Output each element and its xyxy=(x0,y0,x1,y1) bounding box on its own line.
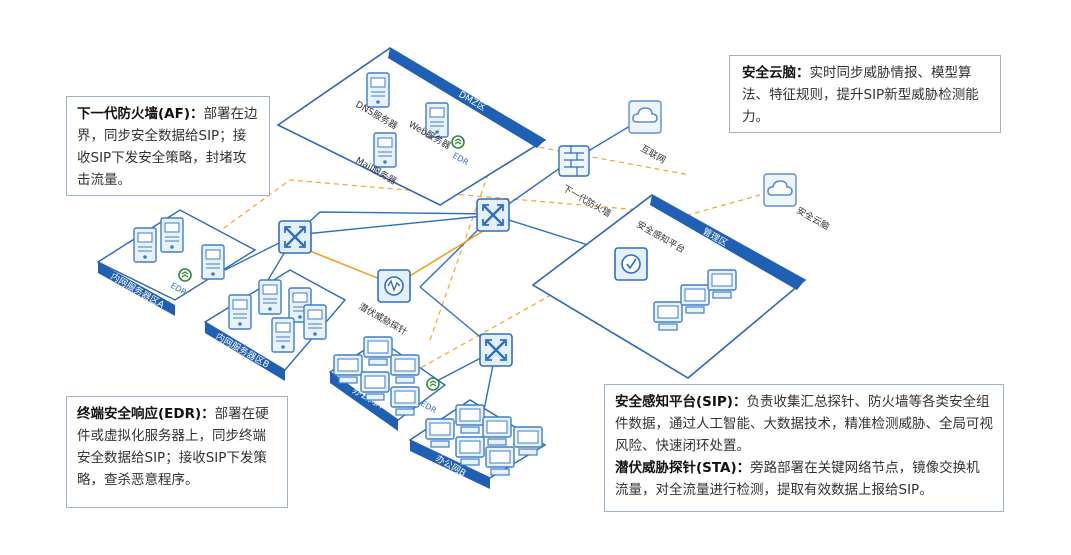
edr-badge-icon xyxy=(426,377,440,391)
edr-callout-title: 终端安全响应(EDR)： xyxy=(77,406,215,422)
dmz-zone: DMZ区 xyxy=(276,47,547,206)
server-b-icon xyxy=(258,279,282,315)
sip-sta-callout: 安全感知平台(SIP)：负责收集汇总探针、防火墙等各类安全组件数据，通过人工智能… xyxy=(604,384,1004,512)
internet-cloud-icon xyxy=(628,100,662,134)
cloud-brain-callout: 安全云脑：实时同步威胁情报、模型算法、特征规则，提升SIP新型威胁检测能力。 xyxy=(729,55,1001,133)
firewall-label: 下一代防火墙 xyxy=(561,182,614,219)
firewall-icon xyxy=(558,145,590,177)
office-switch-icon xyxy=(478,332,514,368)
mail-server-icon xyxy=(373,132,397,168)
af-callout: 下一代防火墙(AF)：部署在边界，同步安全数据给SIP；接收SIP下发安全策略，… xyxy=(66,96,270,196)
server-switch-icon xyxy=(277,219,313,255)
edr-badge-icon xyxy=(178,268,192,282)
dns-server-icon xyxy=(366,72,390,108)
sta-callout-title: 潜伏威胁探针(STA)： xyxy=(615,460,751,476)
edr-badge-icon xyxy=(451,135,465,149)
sta-probe-label: 潜伏威胁探针 xyxy=(357,300,410,337)
core-switch-icon xyxy=(475,197,511,233)
cloud-brain-callout-text: 实时同步威胁情报、模型算法、特征规则，提升SIP新型威胁检测能力。 xyxy=(742,65,979,125)
cloud-brain-callout-title: 安全云脑： xyxy=(742,65,810,81)
internet-label: 互联网 xyxy=(639,143,668,166)
edr-label-office-a: EDR xyxy=(419,399,438,415)
server-b-icon xyxy=(228,294,252,330)
server-a-icon xyxy=(160,217,184,253)
af-callout-text: 部署在边界，同步安全数据给SIP；接收SIP下发安全策略，封堵攻击流量。 xyxy=(77,106,258,188)
sip-callout-text: 负责收集汇总探针、防火墙等各类安全组件数据，通过人工智能、大数据技术，精准检测威… xyxy=(615,394,993,454)
server-b-icon xyxy=(303,304,327,340)
sip-callout-title: 安全感知平台(SIP)： xyxy=(615,394,747,410)
edr-callout: 终端安全响应(EDR)：部署在硬件或虚拟化服务器上，同步终端安全数据给SIP；接… xyxy=(66,396,288,508)
security-cloud-brain-label: 安全云脑 xyxy=(795,204,832,232)
sta-callout-text: 旁路部署在关键网络节点，镜像交换机流量，对全流量进行检测，提取有效数据上报给SI… xyxy=(615,460,980,498)
mgmt-zone: 管理区 xyxy=(531,194,807,379)
sta-probe-icon xyxy=(377,269,411,303)
sip-platform-icon xyxy=(614,247,648,281)
server-b-icon xyxy=(271,317,295,353)
server-a-icon xyxy=(133,227,157,263)
af-callout-title: 下一代防火墙(AF)： xyxy=(77,106,204,122)
security-cloud-brain-icon xyxy=(763,173,797,207)
server-a-icon xyxy=(201,244,225,280)
edr-callout-text: 部署在硬件或虚拟化服务器上，同步终端安全数据给SIP；接收SIP下发策略，查杀恶… xyxy=(77,406,269,488)
